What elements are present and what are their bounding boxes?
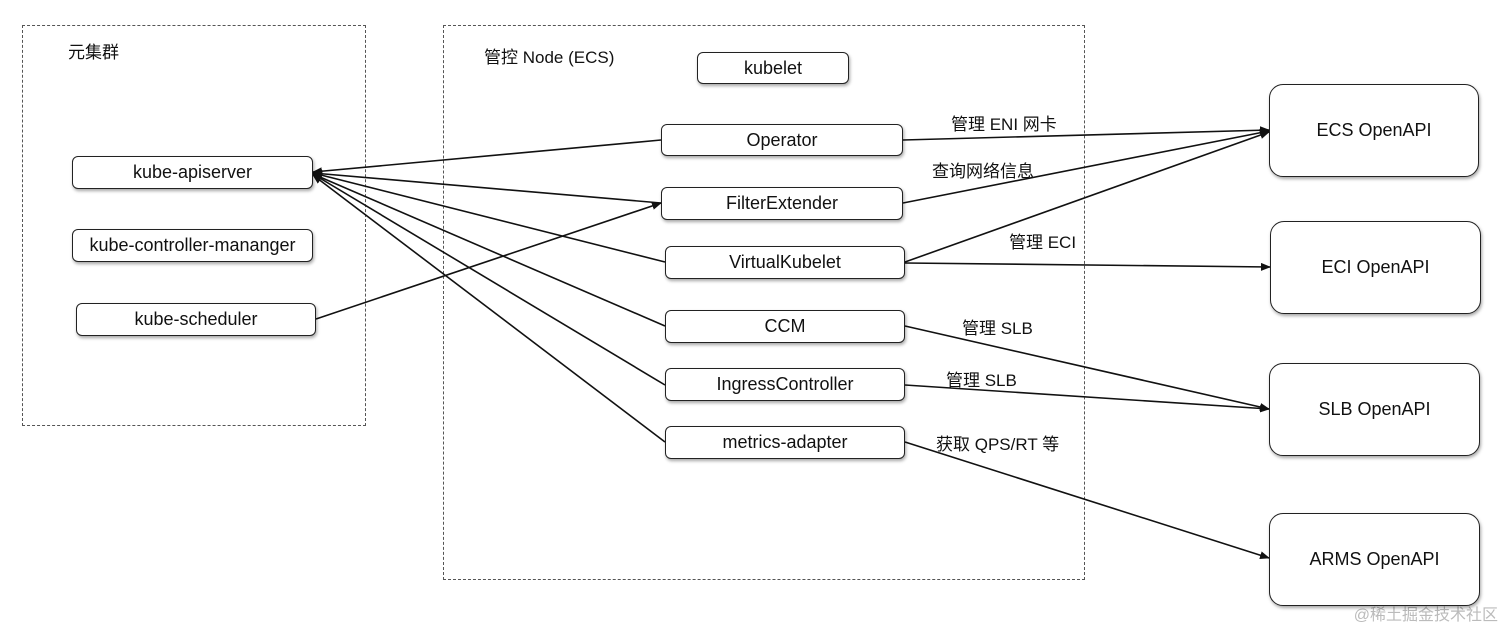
arms-openapi-box[interactable]: ARMS OpenAPI — [1269, 513, 1480, 606]
edge-ccm-to-slb — [904, 325, 1270, 411]
edge-filter-to-ecs — [902, 128, 1270, 204]
edge-label-manage-slb-ccm: 管理 SLB — [962, 319, 1033, 338]
filter-extender-node[interactable]: FilterExtender — [661, 187, 903, 220]
kube-controller-manager-node[interactable]: kube-controller-mananger — [72, 229, 313, 262]
ccm-node[interactable]: CCM — [665, 310, 905, 343]
edge-ccm-to-apiserver — [312, 173, 666, 327]
edge-label-get-qps-rt: 获取 QPS/RT 等 — [936, 435, 1060, 454]
ecs-openapi-box[interactable]: ECS OpenAPI — [1269, 84, 1479, 177]
slb-openapi-box[interactable]: SLB OpenAPI — [1269, 363, 1480, 456]
watermark-text: @稀土掘金技术社区 — [1353, 607, 1498, 624]
eci-openapi-box[interactable]: ECI OpenAPI — [1270, 221, 1481, 314]
edge-operator-to-ecs — [902, 126, 1270, 141]
edge-scheduler-to-filter — [315, 202, 662, 320]
edge-filter-to-apiserver — [312, 169, 662, 204]
edge-label-query-network: 查询网络信息 — [932, 162, 1034, 181]
meta-cluster — [22, 25, 366, 426]
edge-ingress-to-slb — [904, 384, 1270, 413]
edge-metrics-to-arms — [904, 441, 1270, 560]
ingress-controller-node[interactable]: IngressController — [665, 368, 905, 401]
edge-vk-to-apiserver — [312, 171, 666, 263]
kube-apiserver-node[interactable]: kube-apiserver — [72, 156, 313, 189]
control-node-cluster-title: 管控 Node (ECS) — [484, 48, 615, 67]
edge-vk-to-eci — [904, 262, 1271, 271]
control-node-cluster — [443, 25, 1085, 580]
kube-scheduler-node[interactable]: kube-scheduler — [76, 303, 316, 336]
meta-cluster-title: 元集群 — [68, 43, 119, 62]
operator-node[interactable]: Operator — [661, 124, 903, 156]
edge-operator-to-apiserver — [312, 139, 662, 176]
metrics-adapter-node[interactable]: metrics-adapter — [665, 426, 905, 459]
edge-label-manage-slb-ingress: 管理 SLB — [946, 371, 1017, 390]
kubelet-node[interactable]: kubelet — [697, 52, 849, 84]
virtual-kubelet-node[interactable]: VirtualKubelet — [665, 246, 905, 279]
edge-ingress-to-apiserver — [312, 173, 666, 386]
edge-vk-to-ecs — [904, 131, 1270, 263]
edge-label-manage-eci: 管理 ECI — [1009, 233, 1077, 252]
edge-label-manage-eni: 管理 ENI 网卡 — [951, 115, 1057, 134]
edge-metrics-to-apiserver — [312, 174, 666, 443]
